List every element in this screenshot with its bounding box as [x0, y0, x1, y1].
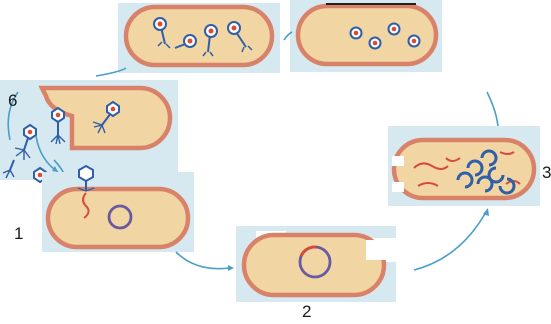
host-cell-2 — [244, 235, 384, 295]
cell-notch-bottom — [392, 182, 404, 192]
arrow-heads-to-replication — [487, 92, 498, 126]
phage-head — [389, 24, 400, 35]
arrow-integrate-to-replicate — [414, 212, 486, 270]
phage-head — [370, 38, 381, 49]
stage-assembly-cell — [118, 3, 280, 73]
arrowhead-attach — [228, 265, 234, 271]
step-label-2: 2 — [302, 302, 311, 321]
step-label-1: 1 — [14, 224, 23, 243]
stage-heads-cell — [290, 0, 442, 72]
step-label-6: 6 — [8, 91, 17, 110]
stage-3-replication: 3 — [388, 126, 551, 206]
phage-head — [409, 36, 420, 47]
arrow-attach-to-integrate — [176, 252, 230, 269]
host-cell-1 — [48, 189, 188, 247]
step-label-3: 3 — [542, 163, 551, 182]
stage-2-integration: 2 — [236, 226, 396, 321]
cell-notch-top — [392, 156, 404, 166]
assembly-cell-body — [126, 7, 272, 65]
panel-gap-overlay — [366, 240, 394, 260]
phage-head — [351, 28, 362, 39]
